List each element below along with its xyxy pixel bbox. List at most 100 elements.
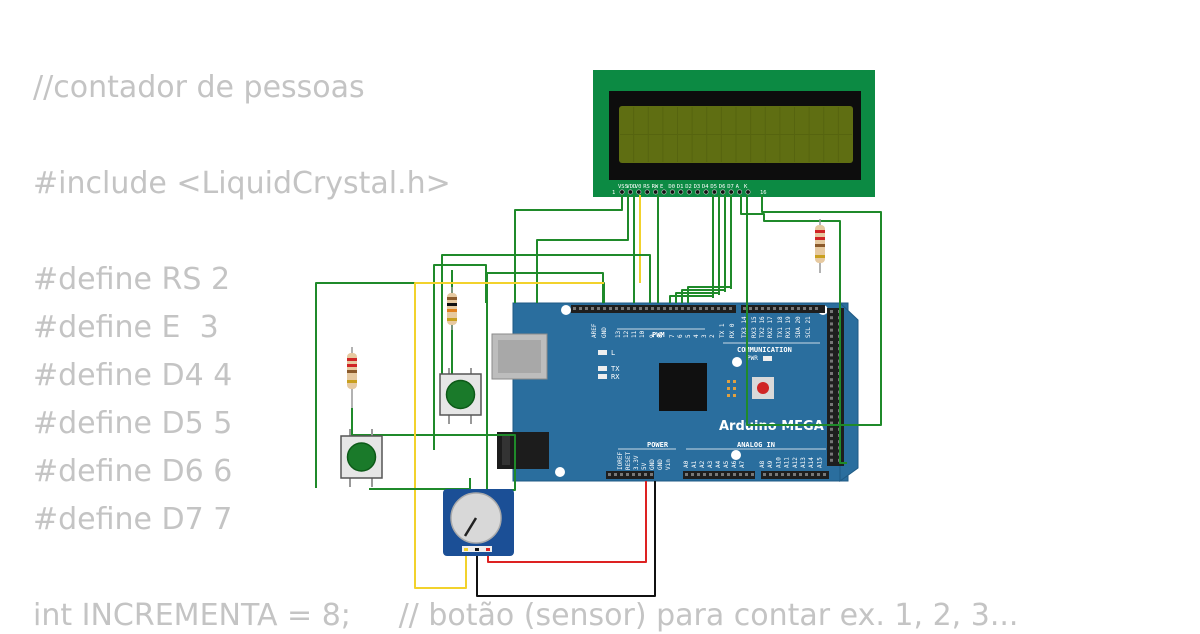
lcd-pin[interactable] xyxy=(636,189,642,195)
header-pin[interactable] xyxy=(585,307,588,310)
header-pin[interactable] xyxy=(803,307,806,310)
lcd-pin[interactable] xyxy=(644,189,650,195)
header-pin[interactable] xyxy=(830,384,833,388)
resistor-3[interactable] xyxy=(815,219,825,273)
header-pin[interactable] xyxy=(811,473,814,476)
lcd-pin[interactable] xyxy=(695,189,701,195)
header-pin[interactable] xyxy=(621,307,624,310)
header-pin[interactable] xyxy=(817,473,820,476)
header-pin[interactable] xyxy=(723,307,726,310)
header-pin[interactable] xyxy=(830,365,833,369)
header-pin[interactable] xyxy=(830,390,833,394)
header-pin[interactable] xyxy=(651,307,654,310)
lcd-pin[interactable] xyxy=(627,189,633,195)
lcd-pin[interactable] xyxy=(703,189,709,195)
header-pin[interactable] xyxy=(669,307,672,310)
header-pin[interactable] xyxy=(830,353,833,357)
header-pin[interactable] xyxy=(830,415,833,419)
header-pin[interactable] xyxy=(830,434,833,437)
header-pin[interactable] xyxy=(639,307,642,310)
header-pin[interactable] xyxy=(830,310,833,313)
header-pin[interactable] xyxy=(697,473,700,476)
header-pin[interactable] xyxy=(687,307,690,310)
header-pin[interactable] xyxy=(749,307,752,310)
header-pin[interactable] xyxy=(823,473,826,476)
push-button-1[interactable] xyxy=(439,368,482,424)
header-pin[interactable] xyxy=(693,307,696,310)
header-pin[interactable] xyxy=(727,473,730,476)
lcd-pin[interactable] xyxy=(619,189,625,195)
header-pin[interactable] xyxy=(781,473,784,476)
resistor-1[interactable] xyxy=(447,287,457,330)
header-pin[interactable] xyxy=(644,473,647,476)
header-pin[interactable] xyxy=(830,359,833,363)
header-pin[interactable] xyxy=(685,473,688,476)
header-pin[interactable] xyxy=(721,473,724,476)
header-pin[interactable] xyxy=(830,409,833,413)
potentiometer[interactable] xyxy=(443,489,514,556)
header-pin[interactable] xyxy=(614,473,617,476)
header-pin[interactable] xyxy=(709,473,712,476)
header-pin[interactable] xyxy=(830,372,833,375)
lcd-pin[interactable] xyxy=(653,189,659,195)
header-pin[interactable] xyxy=(755,307,758,310)
lcd-pin[interactable] xyxy=(720,189,726,195)
header-pin[interactable] xyxy=(791,307,794,310)
header-pin[interactable] xyxy=(633,307,636,310)
header-pin[interactable] xyxy=(675,307,678,310)
header-pin[interactable] xyxy=(830,446,833,450)
header-pin[interactable] xyxy=(787,473,790,476)
header-pin[interactable] xyxy=(573,307,576,310)
header-pin[interactable] xyxy=(830,440,833,444)
header-pin[interactable] xyxy=(729,307,732,310)
header-pin[interactable] xyxy=(799,473,802,476)
header-pin[interactable] xyxy=(830,427,833,431)
header-pin[interactable] xyxy=(793,473,796,476)
header-pin[interactable] xyxy=(597,307,600,310)
header-pin[interactable] xyxy=(703,473,706,476)
header-pin[interactable] xyxy=(779,307,782,310)
header-pin[interactable] xyxy=(775,473,778,476)
header-pin[interactable] xyxy=(626,473,629,476)
lcd-pin[interactable] xyxy=(728,189,734,195)
header-pin[interactable] xyxy=(830,396,833,400)
header-pin[interactable] xyxy=(591,307,594,310)
header-pin[interactable] xyxy=(620,473,623,476)
header-pin[interactable] xyxy=(830,322,833,326)
push-button-2[interactable] xyxy=(340,429,383,487)
header-pin[interactable] xyxy=(632,473,635,476)
header-pin[interactable] xyxy=(715,473,718,476)
header-pin[interactable] xyxy=(739,473,742,476)
header-pin[interactable] xyxy=(830,378,833,382)
header-pin[interactable] xyxy=(745,473,748,476)
header-pin[interactable] xyxy=(717,307,720,310)
header-pin[interactable] xyxy=(830,316,833,320)
header-pin[interactable] xyxy=(705,307,708,310)
header-pin[interactable] xyxy=(830,403,833,406)
header-pin[interactable] xyxy=(609,307,612,310)
header-pin[interactable] xyxy=(733,473,736,476)
header-pin[interactable] xyxy=(805,473,808,476)
header-pin[interactable] xyxy=(830,328,833,332)
header-pin[interactable] xyxy=(711,307,714,310)
header-pin[interactable] xyxy=(785,307,788,310)
resistor-2[interactable] xyxy=(347,347,357,408)
header-pin[interactable] xyxy=(603,307,606,310)
header-pin[interactable] xyxy=(638,473,641,476)
header-pin[interactable] xyxy=(815,307,818,310)
header-pin[interactable] xyxy=(699,307,702,310)
header-pin[interactable] xyxy=(627,307,630,310)
header-pin[interactable] xyxy=(830,341,833,344)
header-pin[interactable] xyxy=(767,307,770,310)
header-pin[interactable] xyxy=(773,307,776,310)
header-pin[interactable] xyxy=(657,307,660,310)
header-pin[interactable] xyxy=(830,334,833,338)
header-pin[interactable] xyxy=(645,307,648,310)
header-pin[interactable] xyxy=(615,307,618,310)
header-pin[interactable] xyxy=(769,473,772,476)
header-pin[interactable] xyxy=(761,307,764,310)
lcd-pin[interactable] xyxy=(678,189,684,195)
header-pin[interactable] xyxy=(579,307,582,310)
